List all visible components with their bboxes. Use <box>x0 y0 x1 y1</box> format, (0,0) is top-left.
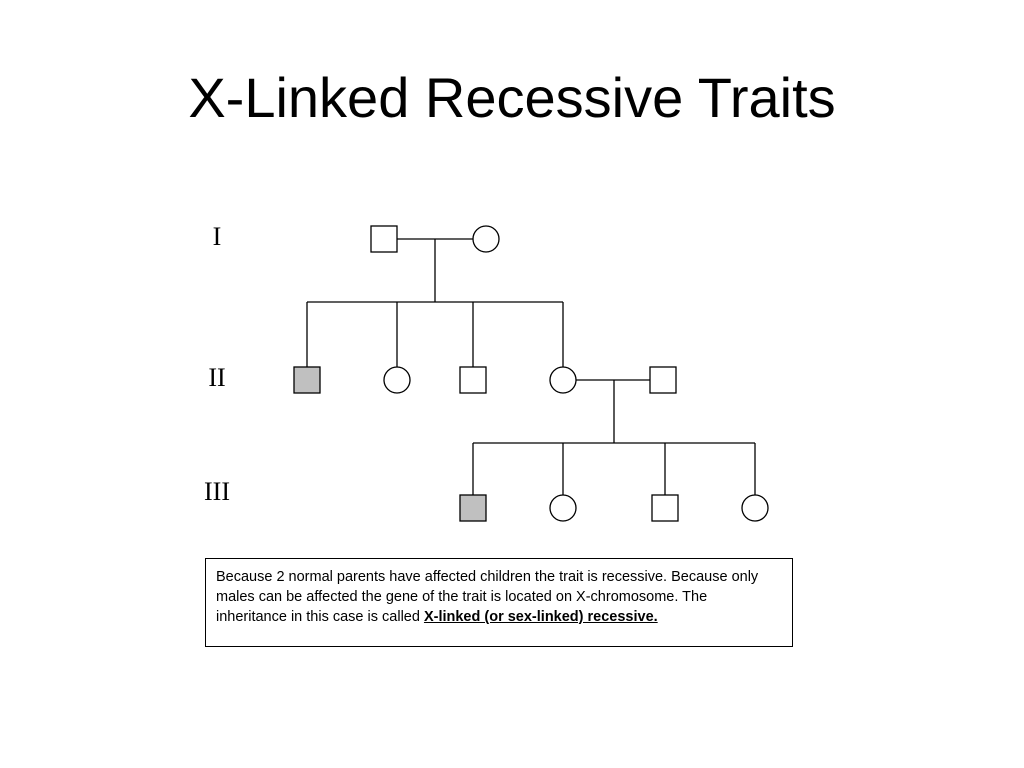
generation-label-3: III <box>204 477 230 506</box>
generation-label-1: I <box>213 222 222 251</box>
male-II-3 <box>459 366 487 394</box>
female-III-4 <box>741 494 769 522</box>
affected-male-II-1 <box>293 366 321 394</box>
male-III-3 <box>651 494 679 522</box>
female-II-4 <box>549 366 577 394</box>
female-III-2 <box>549 494 577 522</box>
explanation-box: Because 2 normal parents have affected c… <box>205 558 793 647</box>
generation-label-2: II <box>208 363 225 392</box>
male-I-1 <box>370 225 398 253</box>
female-I-2 <box>472 225 500 253</box>
explanation-emphasis: X-linked (or sex-linked) recessive. <box>423 609 658 625</box>
female-II-2 <box>383 366 411 394</box>
male-II-5 <box>649 366 677 394</box>
affected-male-III-1 <box>459 494 487 522</box>
explanation-text: Because 2 normal parents have affected c… <box>216 569 759 625</box>
slide-title: X-Linked Recessive Traits <box>188 66 836 129</box>
